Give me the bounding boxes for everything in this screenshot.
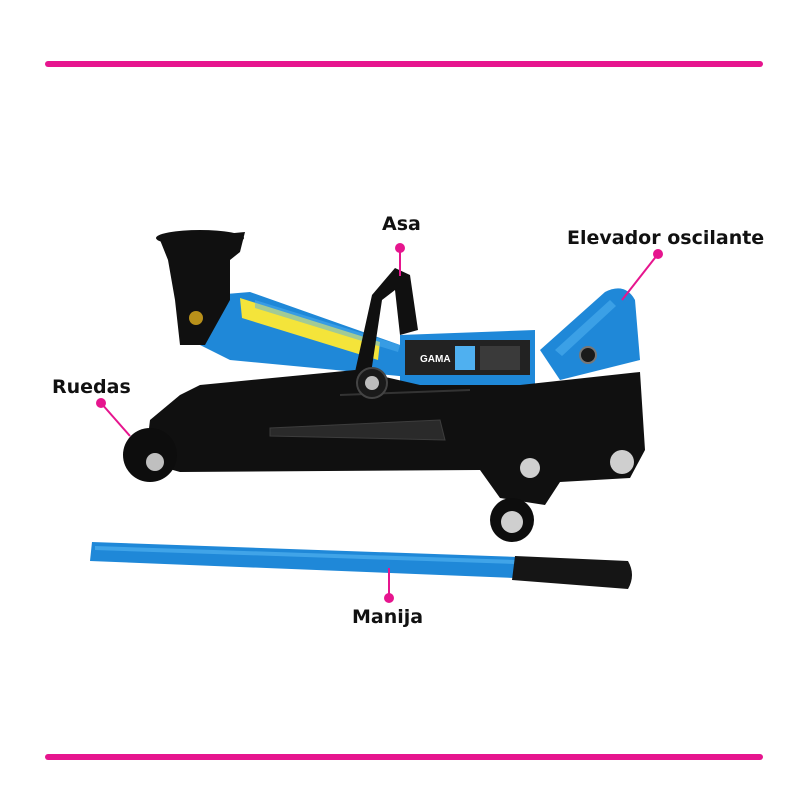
plate-brand: GAMA	[420, 354, 451, 365]
carry-handle	[355, 268, 418, 399]
side-bolt	[610, 450, 634, 474]
pump-cylinder	[540, 288, 640, 380]
callout-wheels	[96, 398, 131, 437]
callout-bar-handle	[384, 568, 394, 603]
label-bar-handle: Manija	[352, 606, 424, 628]
callout-swing-lift	[621, 249, 663, 301]
bottom-divider	[45, 754, 763, 760]
top-divider	[45, 61, 763, 67]
label-handle-top: Asa	[382, 213, 421, 235]
bar-handle	[90, 542, 632, 589]
label-swing-lift: Elevador oscilante	[567, 227, 765, 249]
reservoir-body: GAMA	[400, 330, 535, 385]
label-wheels: Ruedas	[52, 376, 131, 398]
lifting-saddle	[156, 230, 245, 345]
front-wheel	[123, 428, 177, 482]
callout-handle-top	[395, 243, 405, 276]
jack-frame	[145, 370, 645, 505]
rear-caster-wheel	[490, 458, 540, 542]
